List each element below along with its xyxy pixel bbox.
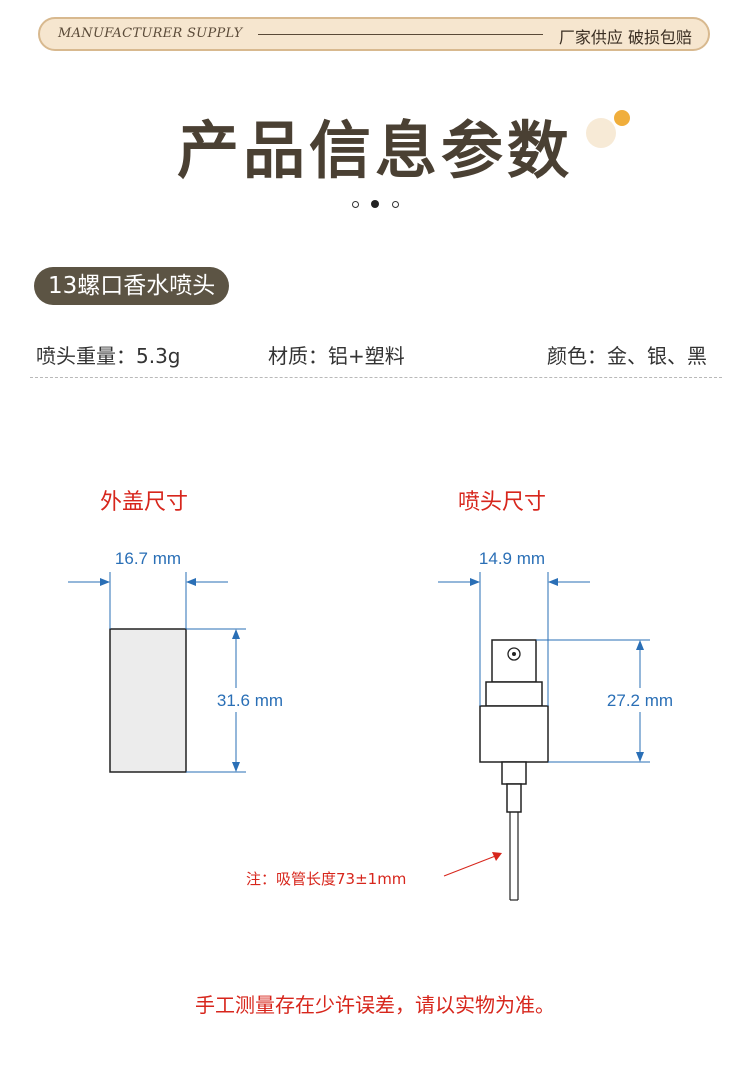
banner-divider-line — [258, 34, 543, 35]
top-banner: MANUFACTURER SUPPLY 厂家供应 破损包赔 — [38, 17, 710, 51]
spec-weight: 喷头重量：5.3g — [36, 344, 181, 368]
dot-indicator-active — [371, 200, 379, 208]
spec-material: 材质：铝+塑料 — [268, 344, 405, 368]
measurement-disclaimer: 手工测量存在少许误差，请以实物为准。 — [195, 993, 555, 1017]
nozzle-width-dimension: 14.9 mm — [438, 549, 590, 706]
banner-manufacturer-text: MANUFACTURER SUPPLY — [58, 26, 243, 41]
nozzle-actuator — [491, 639, 537, 683]
decorative-circle-large — [586, 118, 616, 148]
banner-guarantee-text: 厂家供应 破损包赔 — [558, 28, 692, 47]
nozzle-ferrule — [479, 705, 549, 763]
nozzle-orifice — [507, 647, 521, 661]
nozzle-collar — [485, 681, 543, 707]
carousel-dots — [350, 198, 402, 210]
cap-height-label: 31.6 mm — [217, 691, 283, 710]
tube-note: 注：吸管长度73±1mm — [246, 852, 502, 888]
cap-height-dimension: 31.6 mm — [186, 628, 290, 773]
nozzle-height-label: 27.2 mm — [607, 691, 673, 710]
page-title: 产品信息参数 — [176, 114, 573, 187]
nozzle-dimensions-title: 喷头尺寸 — [458, 490, 547, 515]
nozzle-pump-body — [506, 783, 522, 813]
cap-width-dimension: 16.7 mm — [68, 549, 228, 629]
cap-dimensions-title: 外盖尺寸 — [100, 490, 189, 515]
nozzle-drawing — [479, 639, 549, 901]
dimension-diagram: 16.7 mm 31.6 mm 14.9 mm 27.2 mm — [68, 549, 684, 901]
cap-drawing — [109, 628, 187, 773]
cap-body — [109, 628, 187, 773]
nozzle-neck — [501, 761, 527, 785]
dashed-divider — [30, 377, 722, 378]
cap-width-label: 16.7 mm — [115, 549, 181, 568]
spec-color: 颜色：金、银、黑 — [547, 344, 707, 368]
nozzle-height-dimension: 27.2 mm — [536, 639, 684, 763]
dot-indicator — [392, 201, 399, 208]
decorative-circle-small — [614, 110, 630, 126]
tube-length-note: 注：吸管长度73±1mm — [246, 870, 406, 888]
product-name-badge: 13螺口香水喷头 — [34, 267, 230, 305]
dot-indicator — [352, 201, 359, 208]
nozzle-width-label: 14.9 mm — [479, 549, 545, 568]
